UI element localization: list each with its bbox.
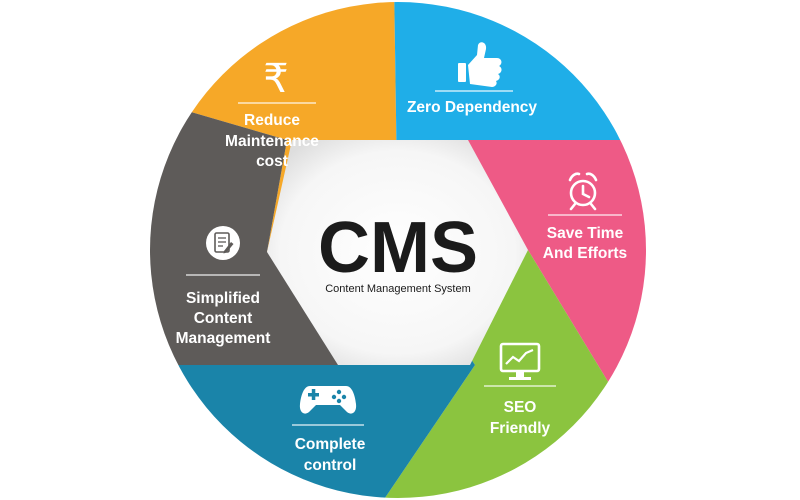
reduce-line-1: Reduce (244, 112, 300, 129)
simplified-line-2: Content (194, 310, 253, 327)
complete-control-group: Complete control (292, 386, 366, 474)
simplified-line-3: Management (176, 330, 271, 347)
reduce-line-3: cost (256, 153, 288, 170)
save-time-line-2: And Efforts (543, 245, 627, 262)
gamepad-icon (299, 386, 357, 414)
seo-friendly-group: SEO Friendly (484, 342, 556, 437)
rupee-icon: ₹ (263, 56, 288, 102)
simplified-line-1: Simplified (186, 290, 260, 307)
control-line-1: Complete (295, 436, 366, 453)
save-time-line-1: Save Time (547, 225, 624, 242)
cms-title: CMS (318, 208, 478, 288)
reduce-line-2: Maintenance (225, 133, 319, 150)
zero-dependency-label: Zero Dependency (407, 99, 537, 116)
thumbs-up-icon (458, 42, 502, 87)
seo-line-1: SEO (504, 399, 537, 416)
center-hexagon (267, 140, 528, 365)
alarm-clock-icon (568, 172, 598, 211)
reduce-maintenance-group: ₹ Reduce Maintenance cost (225, 56, 319, 170)
seo-line-2: Friendly (490, 420, 551, 437)
simplified-content-group: Simplified Content Management (176, 226, 271, 347)
zero-dependency-group: Zero Dependency (407, 42, 537, 116)
control-line-2: control (304, 457, 357, 474)
cms-subtitle: Content Management System (325, 283, 471, 295)
monitor-chart-icon (499, 342, 541, 380)
save-time-group: Save Time And Efforts (543, 172, 627, 262)
document-icon (206, 226, 240, 260)
